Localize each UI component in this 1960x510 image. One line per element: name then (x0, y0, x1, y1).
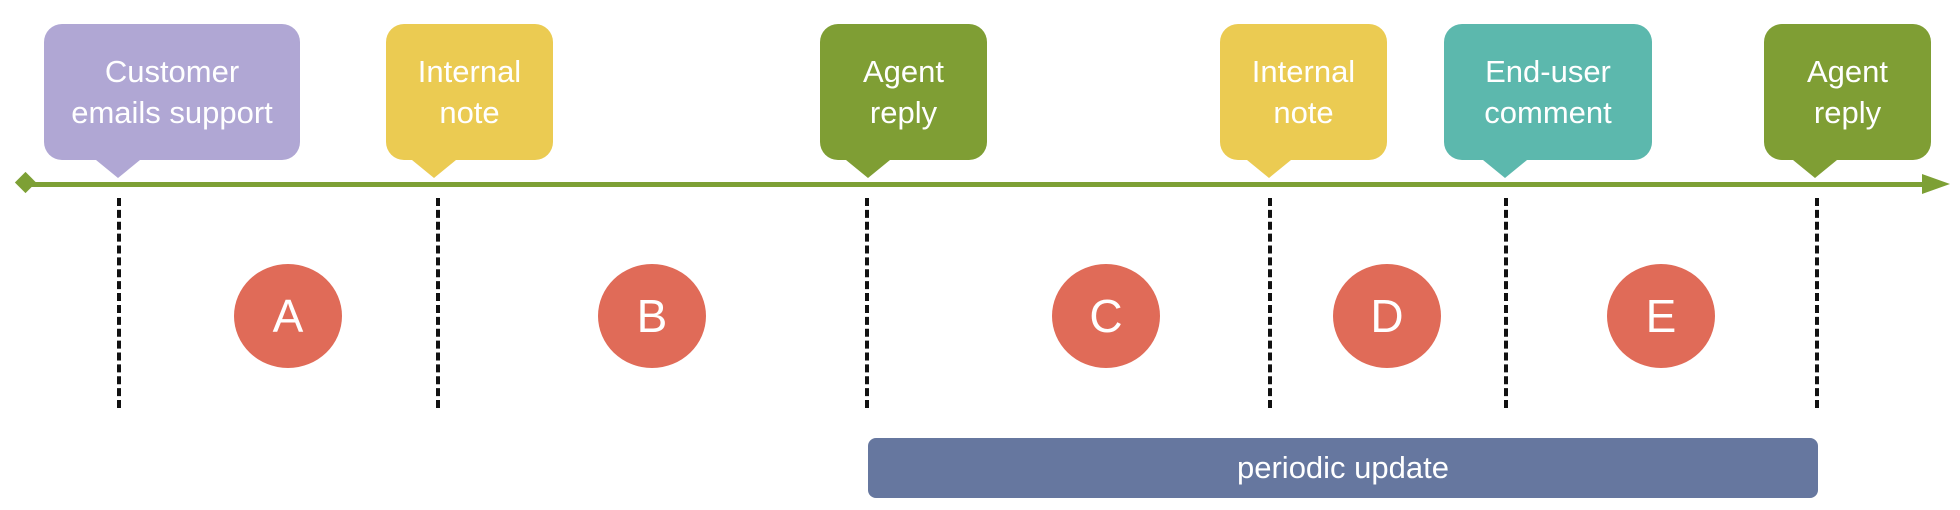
event-marker-line (1268, 198, 1272, 408)
event-end-user-comment: End-user comment (1444, 24, 1652, 160)
event-label: Agent reply (1807, 51, 1888, 133)
event-label: Internal note (418, 51, 521, 133)
event-label: Customer emails support (71, 51, 273, 133)
event-label-line: Agent (1806, 54, 1888, 89)
segment-b: B (598, 264, 706, 368)
event-label: Agent reply (863, 51, 944, 133)
event-agent-reply: Agent reply (820, 24, 987, 160)
event-label-line: Agent (862, 54, 944, 89)
event-label-line: reply (1813, 95, 1882, 130)
event-marker-line (436, 198, 440, 408)
event-label-line: emails support (71, 95, 273, 130)
event-label-line: Customer (104, 54, 240, 89)
event-label-line: comment (1484, 95, 1612, 130)
event-label-line: End-user (1485, 54, 1611, 89)
event-pointer (1793, 160, 1837, 178)
segment-d: D (1333, 264, 1441, 368)
timeline-start-marker (14, 171, 37, 194)
event-label: End-user comment (1484, 51, 1611, 133)
event-label: Internal note (1252, 51, 1355, 133)
event-label-line: Internal (1251, 54, 1356, 89)
event-marker-line (865, 198, 869, 408)
segment-c: C (1052, 264, 1160, 368)
segment-a: A (234, 264, 342, 368)
event-label-line: reply (869, 95, 938, 130)
event-pointer (96, 160, 140, 178)
event-label-line: note (1273, 95, 1334, 130)
event-pointer (412, 160, 456, 178)
event-marker-line (117, 198, 121, 408)
event-marker-line (1815, 198, 1819, 408)
event-customer-emails-support: Customer emails support (44, 24, 300, 160)
event-internal-note: Internal note (386, 24, 553, 160)
event-pointer (1247, 160, 1291, 178)
event-agent-reply: Agent reply (1764, 24, 1931, 160)
event-pointer (1483, 160, 1527, 178)
event-marker-line (1504, 198, 1508, 408)
periodic-update-bar: periodic update (868, 438, 1818, 498)
timeline-arrow-icon (1922, 174, 1950, 194)
timeline-axis (30, 182, 1930, 187)
event-pointer (846, 160, 890, 178)
event-internal-note: Internal note (1220, 24, 1387, 160)
segment-e: E (1607, 264, 1715, 368)
event-label-line: Internal (417, 54, 522, 89)
event-label-line: note (439, 95, 500, 130)
